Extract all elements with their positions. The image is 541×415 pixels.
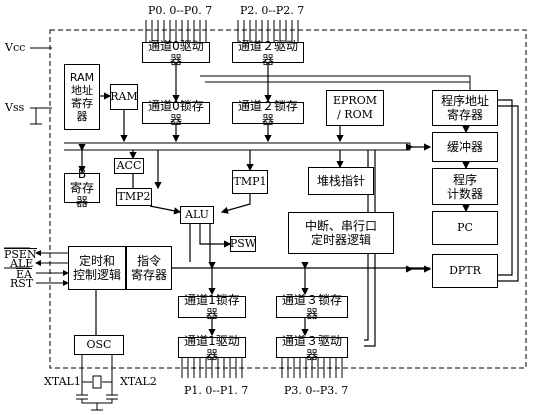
acc-register: ACC (114, 158, 144, 174)
ch0-latch: 通道0锁存器 (142, 99, 210, 127)
ch3-latch: 通道３锁存器 (276, 293, 348, 321)
ch3-driver: 通道３驱动器 (276, 334, 348, 362)
program-counter: 程序 计数器 (432, 168, 498, 205)
oscillator: OSC (74, 335, 124, 355)
program-address-register: 程序地址 寄存器 (432, 90, 498, 126)
ch1-latch: 通道1锁存器 (178, 293, 246, 321)
b-register: B 寄存器 (64, 167, 100, 209)
alu: ALU (180, 206, 214, 224)
eprom-rom: EPROM / ROM (326, 90, 384, 126)
tmp2-register: TMP2 (116, 188, 152, 206)
ch1-driver: 通道1驱动器 (178, 334, 246, 362)
ch2-driver-top: 通道２驱动器 (232, 39, 304, 67)
timing-control-logic: 定时和 控制逻辑 (68, 246, 126, 290)
internal-bus (64, 142, 411, 151)
port-p0-label: P0. 0--P0. 7 (148, 4, 213, 17)
p1-pins (181, 358, 243, 378)
vss-label: Vss (5, 101, 25, 114)
stack-pointer: 堆栈指针 (308, 167, 374, 195)
address-bus-top (200, 75, 471, 90)
buffer: 缓冲器 (432, 132, 498, 162)
psw-register: PSW (229, 236, 257, 252)
rst-label: RST (10, 277, 34, 290)
alu-links (132, 174, 251, 262)
xtal2-label: XTAL2 (120, 375, 157, 388)
power-wires (30, 47, 52, 125)
vcc-label: Vcc (5, 41, 26, 54)
p0-pins (145, 20, 207, 42)
ch2-latch: 通道２锁存器 (232, 99, 304, 127)
tmp1-register: TMP1 (232, 170, 268, 194)
port-p3-label: P3. 0--P3. 7 (284, 384, 349, 397)
ram-address-register: RAM 地址 寄存 器 (64, 64, 100, 130)
port-p1-label: P1. 0--P1. 7 (184, 384, 249, 397)
pc-register: PC (432, 211, 498, 245)
port-p2-label: P2. 0--P2. 7 (240, 4, 305, 17)
dptr-register: DPTR (432, 254, 498, 288)
psen-label: PSEN (4, 248, 37, 261)
ch0-driver-top: 通道0驱动器 (142, 39, 210, 67)
crystal-circuit (76, 355, 118, 411)
p2-pins (237, 20, 299, 42)
ea-label: EA (16, 268, 32, 281)
instruction-register: 指令 寄存器 (126, 246, 172, 290)
p3-pins (281, 358, 343, 378)
right-links (406, 99, 519, 282)
ram-links (78, 92, 344, 190)
ale-label: ALE (10, 257, 34, 270)
ram-block: RAM (110, 84, 138, 110)
xtal1-label: XTAL1 (44, 375, 81, 388)
interrupt-serial-timer-logic: 中断、串行口 定时器逻辑 (288, 212, 394, 254)
